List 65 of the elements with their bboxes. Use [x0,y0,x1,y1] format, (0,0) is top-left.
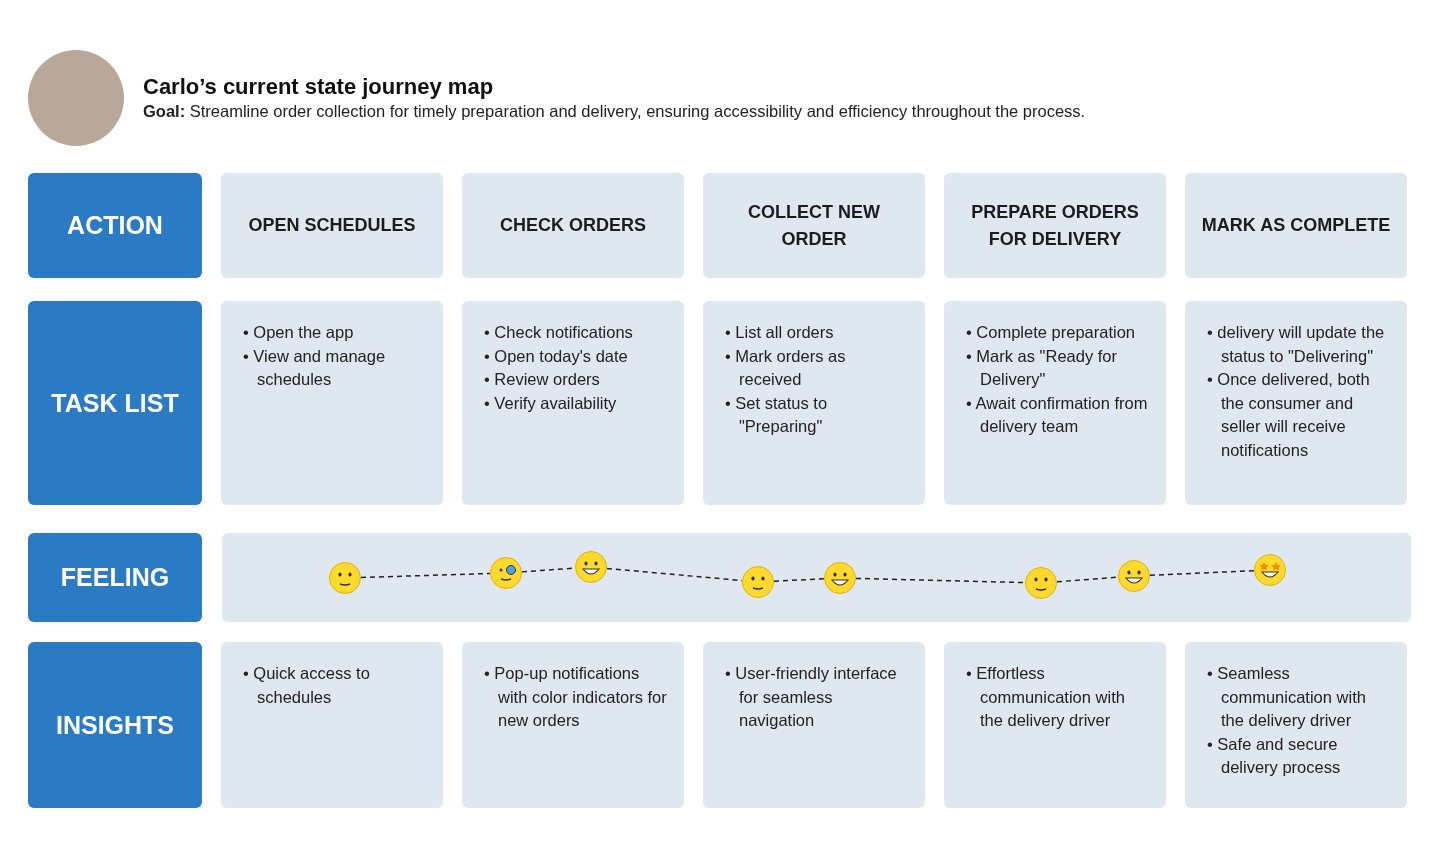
row-header [28,642,202,808]
step-title: OPEN SCHEDULES [248,214,416,237]
neutral-face-icon [1025,567,1057,599]
bullet-item: • Verify availability [484,392,618,414]
row-label: FEELING [60,563,170,592]
detail-card [944,301,1166,505]
bullet-item: • Open today's date [484,345,629,367]
connector-line [606,567,743,582]
bullet-item: • Once delivered, both the consumer and seller will receive notifications [1207,369,1371,461]
row-header [28,533,202,622]
goal-text: Goal: Streamline order collection for timely preparation and delivery, ensuring accessibility and efficiency throughout the process. [143,102,1086,121]
row-label: ACTION [67,211,163,240]
detail-card [1185,301,1407,505]
detail-card [221,301,443,505]
detail-card [703,642,925,808]
detail-card [944,642,1166,808]
connector-line [1056,576,1119,583]
step-card [221,173,443,278]
step-title: COLLECT NEW ORDER [747,200,881,251]
detail-card [462,642,684,808]
bullet-item: • Effortless communication with the delivery driver [966,663,1126,731]
bullet-item: • Open the app [243,322,355,343]
grinning-face-icon [824,562,856,594]
bullet-item: • Set status to "Preparing" [725,392,829,437]
step-title: PREPARE ORDERS FOR DELIVERY [970,200,1140,251]
bullet-item: • Complete preparation [966,322,1137,343]
step-card [1185,173,1407,278]
neutral-face-icon [742,566,774,598]
step-card [462,173,684,278]
bullet-item: • Mark orders as received [725,345,847,390]
bullet-item: • Await confirmation from delivery team [966,392,1149,437]
smiling-face-icon [1118,560,1150,592]
step-card [703,173,925,278]
step-card [944,173,1166,278]
grinning-face-icon [575,551,607,583]
detail-card [221,642,443,808]
connector-line [773,578,825,582]
star-eyed-face-icon [1254,554,1286,586]
bullet-item: • View and manage schedules [243,345,387,390]
connector-line [1149,569,1255,577]
bullet-item: • Pop-up notifications with color indicators for new orders [484,663,668,731]
feeling-band [222,533,1411,622]
detail-card [703,301,925,505]
monocle-face-icon [490,557,522,589]
bullet-item: • User-friendly interface for seamless navigation [725,663,898,731]
bullet-item: • Check notifications [484,322,634,343]
connector-line [360,572,491,579]
bullet-item: • Seamless communication with the delivery driver [1207,663,1367,731]
step-title: CHECK ORDERS [500,214,646,237]
connector-line [855,577,1026,584]
step-title: MARK AS COMPLETE [1201,214,1391,237]
bullet-item: • Safe and secure delivery process [1207,733,1342,778]
neutral-face-icon [329,562,361,594]
bullet-item: • delivery will update the status to "Delivering" [1207,322,1386,367]
bullet-item: • Quick access to schedules [243,663,371,708]
detail-card [1185,642,1407,808]
detail-card [462,301,684,505]
row-header [28,301,202,505]
bullet-item: • List all orders [725,322,835,343]
row-label: TASK LIST [51,388,179,418]
bullet-item: • Mark as "Ready for Delivery" [966,345,1118,390]
row-header [28,173,202,278]
bullet-item: • Review orders [484,369,601,390]
page-title: Carlo’s current state journey map [143,74,494,100]
row-label: INSIGHTS [55,710,175,740]
